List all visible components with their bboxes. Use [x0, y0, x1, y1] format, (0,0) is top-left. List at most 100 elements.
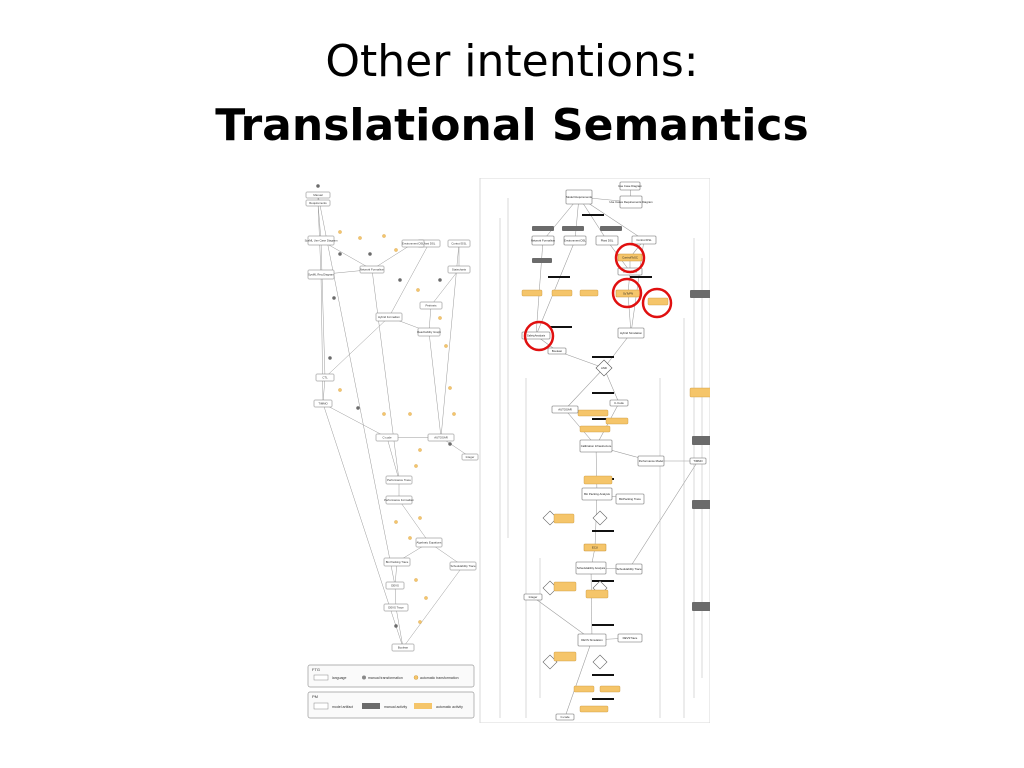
- legend-pm-title: PM: [312, 694, 318, 699]
- pm-edge: [564, 367, 605, 410]
- pm-node-label: Use Case Diagram: [618, 184, 642, 188]
- ftg-language-node: SysML Req Diagram: [307, 269, 335, 280]
- pm-decision-diamond: [592, 654, 608, 670]
- pm-fork-join-bar: [630, 276, 652, 278]
- highlight-circle: [614, 242, 646, 274]
- pm-node-label: AND: [601, 366, 607, 370]
- pm-node: ECU: [583, 543, 607, 552]
- pm-edge: [590, 567, 593, 641]
- pm-automatic-activity: [579, 425, 611, 433]
- pm-automatic-activity: [577, 409, 609, 417]
- pm-fork-join-bar: [592, 624, 614, 626]
- ftg-edge: [428, 305, 432, 333]
- ftg-edge: [395, 607, 404, 648]
- pm-fork-join-bar: [548, 276, 570, 278]
- ftg-language-node: AUTOSAR: [427, 433, 455, 442]
- automatic-transformation-icon: [382, 234, 386, 238]
- manual-transformation-icon: [438, 278, 442, 282]
- ftg-edge: [428, 331, 442, 438]
- pm-automatic-activity: [579, 705, 609, 713]
- automatic-transformation-icon: [338, 388, 342, 392]
- pm-edge: [603, 332, 632, 369]
- pm-node: DEVSTrace: [617, 633, 643, 643]
- pm-fork-join-bar: [592, 698, 614, 700]
- pm-node: Use Cases Requirements Diagram: [609, 195, 653, 209]
- pm-node-label: ScToPN: [623, 292, 633, 296]
- pm-automatic-activity: [647, 297, 669, 306]
- pm-edge: [627, 293, 632, 334]
- pm-automatic-activity: [585, 589, 609, 599]
- ftg-language-label: SysML Use Case Diagram: [305, 239, 339, 243]
- pm-node-label: Bin Packing Analysis: [584, 492, 610, 496]
- automatic-transformation-icon: [408, 412, 412, 416]
- manual-transformation-icon: [368, 252, 372, 256]
- ftg-language-label: Schedulability Trace: [450, 564, 475, 568]
- automatic-transformation-icon: [418, 516, 422, 520]
- pm-node: ScToPN: [615, 289, 641, 298]
- pm-node-label: DEVSTrace: [623, 636, 638, 640]
- pm-node: Control DSL: [631, 235, 657, 245]
- pm-node: C-Code: [609, 399, 629, 407]
- automatic-transformation-icon: [424, 596, 428, 600]
- ftg-language-label: DEVS Trace: [388, 606, 404, 610]
- manual-transformation-icon: [356, 406, 360, 410]
- ftg-edge: [371, 243, 414, 270]
- pm-node-label: ControlToSC: [622, 256, 638, 260]
- ftg-language-label: Performance Trace: [387, 478, 411, 482]
- ftg-language-node: DEVS Trace: [383, 603, 409, 612]
- pm-node: TIMMO: [689, 457, 707, 465]
- automatic-transformation-icon: [438, 316, 442, 320]
- pm-node-label: Integer: [529, 595, 538, 599]
- automatic-transformation-icon: [448, 386, 452, 390]
- ftg-language-label: Performance Formalism: [384, 498, 415, 502]
- legend-ftg-item-1: manual transformation: [368, 676, 403, 680]
- pm-automatic-activity: [521, 289, 543, 297]
- legend-ftg: FTG language manual transformation autom…: [307, 664, 475, 688]
- pm-node: AUTOSAR: [551, 405, 579, 414]
- ftg-language-node: Integer: [461, 453, 479, 461]
- pm-automatic-activity: [579, 289, 599, 297]
- ftg-language-label: AUTOSAR: [434, 436, 447, 440]
- pm-node-label: Environment DSL: [564, 239, 586, 243]
- ftg-language-label: Statecharts: [452, 268, 467, 272]
- pm-node: Hybrid Simulation: [617, 327, 645, 339]
- ftg-language-label: DEVS: [391, 584, 399, 588]
- pm-edge: [564, 639, 593, 718]
- pm-fork-join-bar: [592, 392, 614, 394]
- left-panel-bg: [300, 178, 478, 723]
- pm-manual-activity: [600, 226, 622, 231]
- pm-edge: [535, 240, 576, 336]
- ftg-language-label: CTL: [322, 376, 328, 380]
- ftg-language-label: Petrinets: [425, 304, 437, 308]
- pm-node: AND: [595, 359, 613, 377]
- pm-fork-join-bar: [592, 418, 614, 420]
- ftg-language-node: Performance Formalism: [384, 495, 415, 505]
- pm-fork-join-bar: [592, 356, 614, 358]
- ftg-language-node: Environment DSL: [401, 239, 424, 248]
- pm-node: BinPacking Trace: [615, 493, 645, 505]
- ftg-language-node: Petrinets: [419, 301, 443, 310]
- legend-pm-item-1: manual activity: [384, 705, 407, 709]
- manual-transformation-icon: [448, 442, 452, 446]
- ftg-language-label: Requirements: [309, 201, 327, 205]
- ftg-language-node: Statecharts: [447, 265, 471, 274]
- pm-manual-activity: [562, 226, 584, 231]
- ftg-edge: [398, 499, 430, 543]
- ftg-edge: [386, 437, 400, 481]
- automatic-transformation-icon: [394, 520, 398, 524]
- ftg-language-node: TIMMO: [313, 399, 333, 408]
- pm-automatic-activity: [551, 289, 573, 297]
- pm-node-label: Schedulability Analysis: [577, 566, 606, 570]
- pm-node: Plant DSL: [595, 235, 619, 246]
- slide-title-line2: Translational Semantics: [215, 100, 809, 151]
- ftg-language-node: Manual: [305, 191, 331, 199]
- manual-transformation-icon: [394, 624, 398, 628]
- pm-node-label: AUTOSAR: [558, 408, 571, 412]
- pm-node: Boolean: [547, 347, 567, 355]
- highlight-circle: [641, 287, 673, 319]
- pm-node-label: ECU: [592, 546, 598, 550]
- automatic-transformation-icon: [416, 288, 420, 292]
- automatic-transformation-icon: [358, 236, 362, 240]
- pm-node: Calibration Infrastructure: [579, 439, 613, 453]
